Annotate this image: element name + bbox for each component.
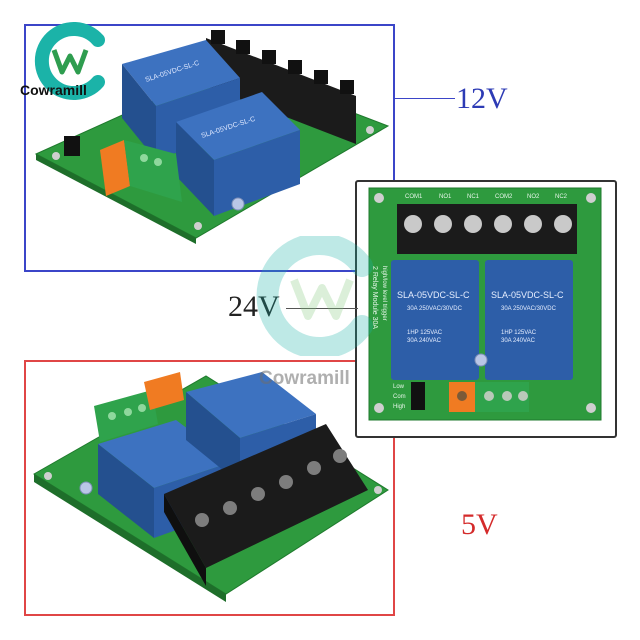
svg-text:SLA-05VDC-SL-C: SLA-05VDC-SL-C — [397, 290, 470, 300]
screw-terminal-black — [206, 30, 356, 144]
svg-text:Com: Com — [393, 394, 406, 400]
voltage-label-5v: 5V — [461, 508, 498, 541]
input-terminals — [64, 136, 182, 202]
module-label: 2 Relay Module 30A — [371, 266, 378, 329]
svg-text:30A 240VAC: 30A 240VAC — [501, 338, 536, 344]
jumper-labels: Low Com High — [393, 384, 406, 410]
relay-board-24v: COM1 NO1 NC1 COM2 NO2 NC2 SLA-05VDC-SL-C… — [368, 187, 602, 421]
jumper-header — [411, 382, 425, 410]
svg-text:30A 250VAC/30VDC: 30A 250VAC/30VDC — [407, 306, 463, 312]
voltage-label-24v: 24V — [228, 290, 280, 323]
relay-board-12v: SLA-05VDC-SL-C SLA-05VDC-SL-C — [34, 30, 390, 244]
led — [474, 353, 488, 367]
svg-text:High: High — [393, 404, 405, 410]
terminal-labels: COM1 NO1 NC1 COM2 NO2 NC2 — [405, 194, 568, 200]
svg-text:1HP 125VAC: 1HP 125VAC — [501, 330, 537, 336]
screw-terminal-black — [397, 204, 577, 254]
input-terminals — [94, 372, 184, 442]
relay-board-5v — [33, 372, 389, 602]
svg-text:1HP 125VAC: 1HP 125VAC — [407, 330, 443, 336]
led — [79, 481, 93, 495]
brand-name: Cowramill — [20, 82, 87, 98]
svg-text:NC1: NC1 — [467, 194, 480, 200]
svg-text:SLA-05VDC-SL-C: SLA-05VDC-SL-C — [491, 290, 564, 300]
screw-terminal-black — [164, 424, 368, 586]
watermark-logo — [256, 236, 373, 356]
input-terminals — [449, 382, 529, 412]
svg-text:COM2: COM2 — [495, 194, 513, 200]
connector-24v — [286, 308, 358, 309]
svg-text:30A 240VAC: 30A 240VAC — [407, 338, 442, 344]
relay-1: SLA-05VDC-SL-C 30A 250VAC/30VDC 1HP 125V… — [391, 260, 479, 380]
svg-text:NO2: NO2 — [527, 194, 540, 200]
frame-12v — [24, 24, 395, 272]
relay-2: SLA-05VDC-SL-C — [176, 92, 300, 216]
svg-text:NC2: NC2 — [555, 194, 568, 200]
connector-12v — [395, 98, 455, 99]
svg-text:COM1: COM1 — [405, 194, 423, 200]
voltage-label-12v: 12V — [456, 82, 508, 115]
watermark-text: Cowramill — [259, 368, 350, 389]
relay-2: SLA-05VDC-SL-C 30A 250VAC/30VDC 1HP 125V… — [485, 260, 573, 380]
brand-logo — [34, 22, 105, 100]
svg-text:30A 250VAC/30VDC: 30A 250VAC/30VDC — [501, 306, 557, 312]
svg-text:Low: Low — [393, 384, 405, 390]
svg-text:NO1: NO1 — [439, 194, 452, 200]
frame-24v: COM1 NO1 NC1 COM2 NO2 NC2 SLA-05VDC-SL-C… — [355, 180, 617, 438]
led — [231, 197, 245, 211]
trigger-label: high/low level trigger — [381, 266, 387, 321]
frame-5v — [24, 360, 395, 616]
